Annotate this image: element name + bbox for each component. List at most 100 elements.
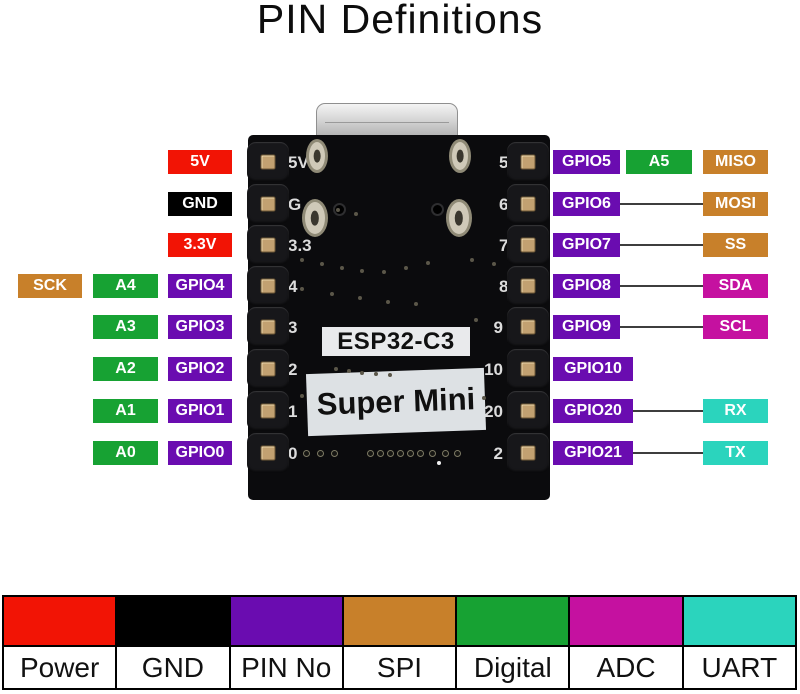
connector-line [612, 326, 712, 328]
legend-label-pin-no: PIN No [230, 647, 342, 688]
header-pin-block [247, 307, 289, 347]
silkscreen-label: 5V [288, 153, 309, 172]
via-dot [492, 262, 496, 266]
header-pin-block [247, 184, 289, 224]
pin-label-sck: SCK [18, 274, 82, 298]
via-dot [474, 318, 478, 322]
header-pin-block [507, 142, 549, 182]
pin-label-mosi: MOSI [703, 192, 768, 216]
silkscreen-label: G [288, 195, 302, 214]
pin-label-a4: A4 [93, 274, 158, 298]
via-dot [300, 258, 304, 262]
legend-label-spi: SPI [343, 647, 456, 688]
via-dot [340, 266, 344, 270]
legend-swatch-digital [457, 597, 569, 647]
connector-line [612, 452, 712, 454]
header-pin-block [507, 225, 549, 265]
board-name-sticker: Super Mini [305, 367, 487, 437]
board-hole [367, 450, 374, 457]
header-pin-block [247, 391, 289, 431]
legend-item-gnd: GND [115, 595, 231, 690]
via-dot [300, 394, 304, 398]
pin-label-miso: MISO [703, 150, 768, 174]
pin-label-a3: A3 [93, 315, 158, 339]
pin-pad [260, 237, 276, 253]
pin-pad [260, 361, 276, 377]
header-pin-block [507, 433, 549, 473]
pin-label-gpio1: GPIO1 [168, 399, 232, 423]
legend-swatch-spi [343, 597, 456, 647]
legend-item-digital: Digital [455, 595, 571, 690]
header-pin-block [507, 391, 549, 431]
pin-label-gpio21: GPIO21 [553, 441, 633, 465]
connector-line [612, 244, 712, 246]
silkscreen-label: 6 [499, 195, 509, 214]
via-dot [388, 373, 392, 377]
via-dot [414, 302, 418, 306]
board-hole [454, 450, 461, 457]
legend-label-power: Power [4, 647, 116, 688]
board-hole [407, 450, 414, 457]
solder-dot [437, 461, 441, 465]
pin-label-tx: TX [703, 441, 768, 465]
pin-label-gpio7: GPIO7 [553, 233, 620, 257]
via-dot [382, 270, 386, 274]
connector-line [612, 285, 712, 287]
pin-pad [260, 319, 276, 335]
via-dot [426, 261, 430, 265]
via-dot [404, 266, 408, 270]
silkscreen-label: 8 [499, 277, 509, 296]
board-hole [417, 450, 424, 457]
pin-label-gpio3: GPIO3 [168, 315, 232, 339]
solder-pad-oval [306, 139, 328, 173]
header-pin-block [247, 433, 289, 473]
pin-label-gpio10: GPIO10 [553, 357, 633, 381]
legend-item-uart: UART [681, 595, 797, 690]
pin-pad [520, 361, 536, 377]
board-hole [429, 450, 436, 457]
silkscreen-label: 4 [288, 277, 298, 296]
legend-label-adc: ADC [570, 647, 682, 688]
mounting-hole [431, 203, 444, 216]
pin-pad [520, 403, 536, 419]
pin-label-a2: A2 [93, 357, 158, 381]
silkscreen-label: 10 [484, 360, 503, 379]
header-pin-block [247, 349, 289, 389]
legend-label-digital: Digital [457, 647, 569, 688]
board-hole [442, 450, 449, 457]
header-pin-block [507, 184, 549, 224]
usb-c-connector [316, 103, 458, 141]
pin-pad [260, 154, 276, 170]
via-dot [360, 269, 364, 273]
legend-label-gnd: GND [117, 647, 229, 688]
connector-line [612, 410, 712, 412]
legend-swatch-adc [570, 597, 682, 647]
via-dot [300, 287, 304, 291]
legend-item-power: Power [2, 595, 118, 690]
silkscreen-label: 1 [288, 402, 298, 421]
silkscreen-label: 7 [499, 236, 509, 255]
pin-label-gpio4: GPIO4 [168, 274, 232, 298]
pin-label-gpio6: GPIO6 [553, 192, 620, 216]
board-hole [331, 450, 338, 457]
pin-pad [260, 403, 276, 419]
via-dot [360, 371, 364, 375]
solder-pad-oval [302, 199, 328, 237]
silkscreen-label: 20 [484, 402, 503, 421]
pin-label-gpio2: GPIO2 [168, 357, 232, 381]
pin-label-rx: RX [703, 399, 768, 423]
board-hole [397, 450, 404, 457]
silkscreen-label: 5 [499, 153, 509, 172]
board-hole [303, 450, 310, 457]
pin-label-gpio9: GPIO9 [553, 315, 620, 339]
pin-label-gpio0: GPIO0 [168, 441, 232, 465]
pin-label-ss: SS [703, 233, 768, 257]
pin-label-3v3: 3.3V [168, 233, 232, 257]
pin-label-gpio20: GPIO20 [553, 399, 633, 423]
header-pin-block [247, 142, 289, 182]
via-dot [347, 369, 351, 373]
board-hole [317, 450, 324, 457]
chip-label-sticker: ESP32-C3 [322, 327, 470, 356]
legend-swatch-power [4, 597, 116, 647]
